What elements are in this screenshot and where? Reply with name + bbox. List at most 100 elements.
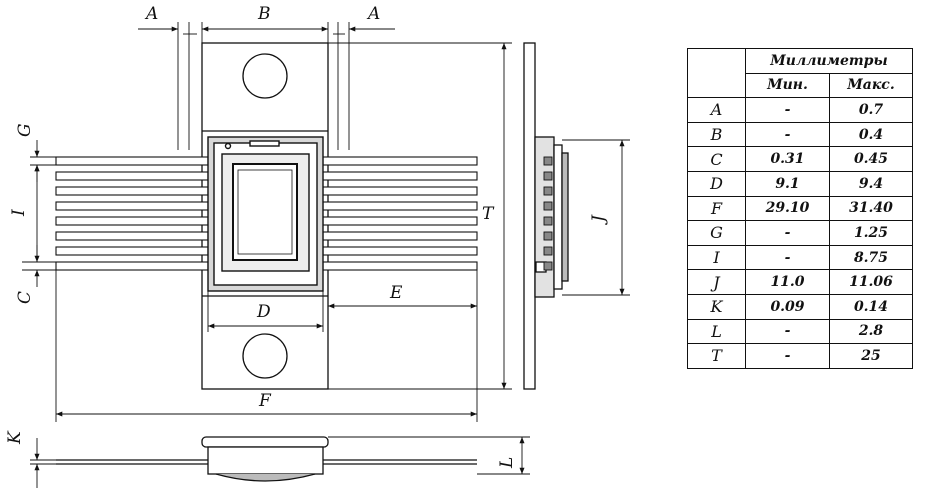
table-row: B-0.4 — [687, 121, 913, 148]
label-J: J — [589, 214, 609, 225]
table-cell-min: - — [745, 244, 830, 271]
side-view-lead-ends — [543, 156, 553, 271]
label-B: B — [257, 4, 271, 24]
table-corner-cell — [687, 47, 746, 99]
left-lead — [55, 156, 209, 166]
table-cell-dim: G — [687, 220, 746, 246]
table-cell-dim: D — [687, 170, 746, 197]
side-lead-end — [543, 231, 553, 241]
top-view — [201, 42, 329, 390]
mounting-flange — [201, 42, 329, 390]
label-A-left: A — [144, 4, 158, 24]
table-cell-max: 0.45 — [829, 146, 913, 172]
label-I: I — [9, 209, 29, 217]
left-lead — [55, 216, 209, 226]
left-lead — [55, 186, 209, 196]
table-cell-dim: L — [687, 318, 746, 345]
table-cell-min: 11.0 — [745, 269, 830, 295]
table-cell-dim: B — [687, 121, 746, 148]
table-header-row: Миллиметры — [687, 47, 913, 99]
unit-header: Миллиметры — [745, 48, 913, 74]
table-cell-min: 9.1 — [745, 170, 830, 197]
right-leads — [322, 156, 478, 271]
table-row: T-25 — [687, 343, 913, 369]
left-lead — [55, 261, 209, 271]
label-A-right: A — [366, 4, 380, 24]
bottom-mounting-hole — [242, 333, 288, 379]
side-lead-end — [543, 216, 553, 226]
table-cell-dim: C — [687, 146, 746, 172]
right-lead — [322, 201, 478, 211]
left-lead — [55, 231, 209, 241]
table-cell-max: 11.06 — [829, 269, 913, 295]
table-cell-max: 31.40 — [829, 195, 913, 222]
side-lead-end — [543, 156, 553, 166]
left-leads — [55, 156, 209, 271]
table-cell-dim: K — [687, 293, 746, 320]
dim-K-L — [30, 436, 530, 488]
left-lead — [55, 246, 209, 256]
table-cell-max: 2.8 — [829, 318, 913, 345]
side-view — [523, 42, 569, 390]
table-cell-dim: T — [687, 343, 746, 369]
dim-F — [55, 270, 478, 422]
table-row: I-8.75 — [687, 244, 913, 271]
front-view — [56, 436, 477, 482]
pin1-marker — [224, 142, 232, 150]
min-header: Мин. — [745, 72, 830, 99]
side-lead-end — [543, 261, 553, 271]
max-header: Макс. — [829, 72, 913, 99]
dim-T — [328, 42, 512, 390]
table-cell-min: - — [745, 220, 830, 246]
label-F: F — [258, 391, 272, 411]
table-cell-max: 1.25 — [829, 220, 913, 246]
table-subheader-row: Мин. Макс. — [688, 72, 913, 99]
label-G: G — [15, 123, 35, 137]
table-row: G-1.25 — [687, 220, 913, 246]
table-cell-min: - — [745, 318, 830, 345]
table-cell-min: 29.10 — [745, 195, 830, 222]
table-cell-min: 0.31 — [745, 146, 830, 172]
label-E: E — [389, 283, 403, 303]
right-lead — [322, 216, 478, 226]
table-cell-min: 0.09 — [745, 293, 830, 320]
side-lead-end — [543, 201, 553, 211]
label-D: D — [256, 302, 271, 322]
dim-D-E — [207, 270, 478, 332]
right-lead — [322, 246, 478, 256]
table-cell-max: 0.7 — [829, 97, 913, 123]
table-cell-max: 25 — [829, 343, 913, 369]
table-cell-dim: F — [687, 195, 746, 222]
table-cell-max: 8.75 — [829, 244, 913, 271]
left-lead — [55, 201, 209, 211]
table-cell-min: - — [745, 343, 830, 369]
dim-G-I-C — [22, 140, 56, 287]
label-L: L — [497, 457, 517, 469]
right-lead — [322, 186, 478, 196]
table-cell-max: 0.14 — [829, 293, 913, 320]
top-mounting-hole — [242, 53, 288, 99]
right-lead — [322, 261, 478, 271]
right-lead — [322, 231, 478, 241]
side-lead-end — [543, 171, 553, 181]
table-cell-max: 9.4 — [829, 170, 913, 197]
table-cell-dim: I — [687, 244, 746, 271]
side-flange — [523, 42, 536, 390]
package-body — [207, 136, 324, 292]
table-row: L-2.8 — [687, 318, 913, 345]
table-cell-min: - — [745, 121, 830, 148]
table-row: A-0.7 — [687, 97, 913, 123]
label-K: K — [5, 430, 25, 445]
label-C: C — [15, 291, 35, 304]
right-lead — [322, 156, 478, 166]
table-cell-max: 0.4 — [829, 121, 913, 148]
table-cell-dim: A — [687, 97, 746, 123]
left-lead — [55, 171, 209, 181]
